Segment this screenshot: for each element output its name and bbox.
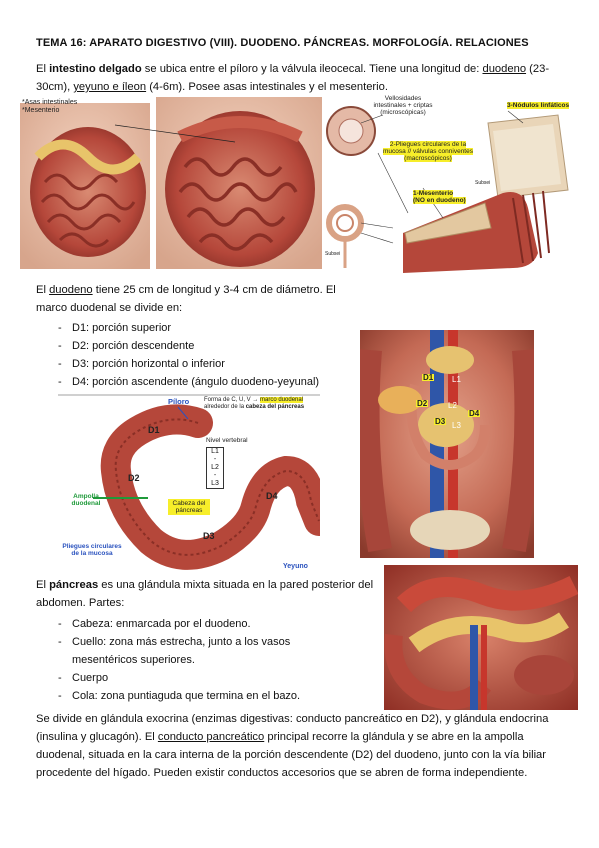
- list-item: Cuello: zona más estrecha, junto a los v…: [36, 633, 376, 669]
- figure-label-mesenterio: *Mesenterio: [22, 107, 60, 114]
- list-item: D1: porción superior: [36, 319, 356, 337]
- label-d2: D2: [128, 473, 140, 483]
- label-mesenterio: 1-Mesenterio(NO en duodeno): [413, 190, 466, 204]
- intestinal-wall-illustration: [326, 106, 569, 273]
- vertebra-dash: -: [213, 456, 217, 463]
- vertebra-dash: -: [213, 472, 217, 479]
- list-item: Cabeza: enmarcada por el duodeno.: [36, 615, 376, 633]
- label-l2: L2: [448, 401, 457, 410]
- label-ampolla: Ampolla duodenal: [71, 493, 101, 507]
- list-item: D4: porción ascendente (ángulo duodeno-y…: [36, 373, 356, 391]
- vertebra-l1: L1: [211, 448, 219, 455]
- list-item: D3: porción horizontal o inferior: [36, 355, 356, 373]
- label-d4: D4: [266, 491, 278, 501]
- pointer-line: [114, 124, 236, 143]
- label-vellosidades: Vellosidades intestinales + criptas (mic…: [373, 95, 433, 116]
- label-nivel: Nivel vertebral: [206, 437, 248, 444]
- pancreas-paragraph: El páncreas es una glándula mixta situad…: [36, 579, 374, 609]
- label-cabeza: Cabeza del páncreas: [168, 499, 210, 515]
- intestine-dissection-figure: *Asas intestinales *Mesenterio: [20, 97, 322, 269]
- label-d3: D3: [434, 417, 447, 426]
- label-d1: D1: [422, 373, 435, 382]
- pancreas-figure: [384, 565, 578, 710]
- vertebra-l3: L3: [211, 480, 219, 487]
- intestinal-wall-figure: Vellosidades intestinales + criptas (mic…: [323, 93, 581, 273]
- label-yeyuno: Yeyuno: [283, 563, 308, 570]
- duodenum-illustration: [58, 394, 320, 570]
- label-d1: D1: [148, 425, 160, 435]
- list-item: Cola: zona puntiaguda que termina en el …: [36, 687, 376, 705]
- pancreas-parts-list: Cabeza: enmarcada por el duodeno. Cuello…: [36, 615, 376, 705]
- duodeno-paragraph: El duodeno tiene 25 cm de longitud y 3-4…: [36, 284, 336, 314]
- label-nodulos: 3-Nódulos linfáticos: [507, 102, 570, 109]
- duodenum-in-situ-figure: D1 L1 D2 L2 D3 D4 L3: [360, 330, 534, 558]
- vertebra-l2: L2: [211, 464, 219, 471]
- duodeno-parts-list: D1: porción superior D2: porción descend…: [36, 319, 356, 391]
- intestine-dissection-illustration: [20, 97, 322, 269]
- label-small-1: Subsei: [475, 180, 491, 186]
- vertebral-level-box: L1 - L2 - L3: [206, 447, 224, 489]
- label-piloro: Píloro: [168, 397, 190, 406]
- label-pliegues-circulares: Pliegues circulares de la mucosa: [62, 543, 122, 557]
- label-d3: D3: [203, 531, 215, 541]
- list-item: D2: porción descendente: [36, 337, 356, 355]
- label-d2: D2: [416, 399, 429, 408]
- duodenum-in-situ-illustration: [360, 330, 534, 558]
- label-l1: L1: [452, 375, 461, 384]
- pancreas-illustration: [384, 565, 578, 710]
- page-title: TEMA 16: APARATO DIGESTIVO (VIII). DUODE…: [36, 37, 529, 49]
- intro-paragraph: El intestino delgado se ubica entre el p…: [36, 63, 550, 93]
- final-paragraph: Se divide en glándula exocrina (enzimas …: [36, 713, 549, 779]
- duodenum-figure: Píloro Forma de C, U, V → marco duodenal…: [58, 393, 320, 573]
- figure-label-asas: *Asas intestinales: [22, 99, 78, 106]
- label-l3: L3: [452, 421, 461, 430]
- label-small-2: Subsei: [325, 251, 341, 257]
- label-d4: D4: [468, 409, 481, 418]
- label-pliegues: 2-Pliegues circulares de la mucosa // vá…: [383, 141, 473, 162]
- list-item: Cuerpo: [36, 669, 376, 687]
